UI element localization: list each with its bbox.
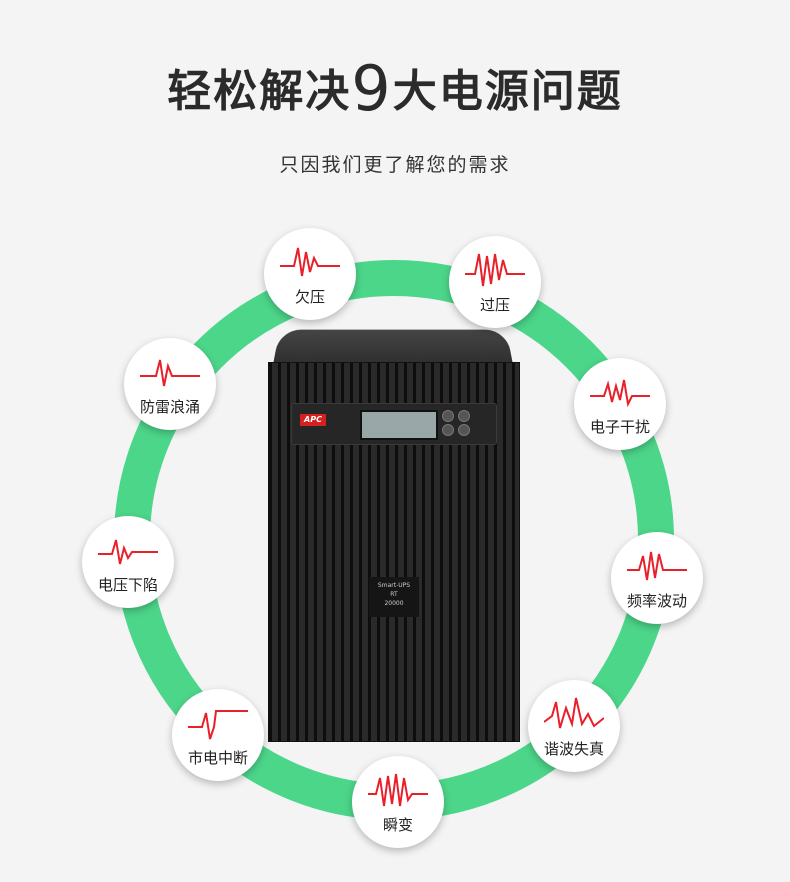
problem-label: 欠压 xyxy=(294,288,325,306)
title-number: 9 xyxy=(351,52,393,125)
problem-node: 电子干扰 xyxy=(574,358,666,450)
problem-node: 欠压 xyxy=(264,228,356,320)
title-suffix: 大电源问题 xyxy=(392,66,623,117)
ups-model-badge: Smart-UPS RT 20000 xyxy=(369,577,419,617)
ups-button-up xyxy=(442,410,454,422)
waveform-icon xyxy=(368,773,428,807)
ups-body: APC Smart-UPS RT 20000 xyxy=(268,362,520,742)
problem-label: 防雷浪涌 xyxy=(139,398,200,416)
ups-lcd-screen xyxy=(360,410,438,440)
ups-model-line2: RT xyxy=(390,591,398,598)
problem-label: 电压下陷 xyxy=(97,576,158,594)
ups-button-esc xyxy=(458,410,470,422)
ups-button-enter xyxy=(458,424,470,436)
problem-label: 频率波动 xyxy=(626,592,687,610)
waveform-icon xyxy=(465,253,525,287)
problem-label: 过压 xyxy=(479,296,510,314)
problem-node: 谐波失真 xyxy=(528,680,620,772)
problem-node: 市电中断 xyxy=(172,689,264,781)
problem-node: 防雷浪涌 xyxy=(124,338,216,430)
problem-label: 市电中断 xyxy=(187,749,248,767)
waveform-icon xyxy=(627,551,687,581)
waveform-icon xyxy=(280,247,340,277)
page-title: 轻松解决9大电源问题 xyxy=(0,52,790,125)
waveform-icon xyxy=(544,697,604,729)
page-subtitle: 只因我们更了解您的需求 xyxy=(279,154,511,176)
problem-label: 电子干扰 xyxy=(589,418,650,436)
ups-button-down xyxy=(442,424,454,436)
waveform-icon xyxy=(98,539,158,565)
ups-control-panel: APC xyxy=(291,403,497,445)
waveform-icon xyxy=(590,379,650,408)
problem-node: 电压下陷 xyxy=(82,516,174,608)
ups-product-image: APC Smart-UPS RT 20000 xyxy=(268,328,520,742)
problem-node: 频率波动 xyxy=(611,532,703,624)
problem-node: 瞬变 xyxy=(352,756,444,848)
problem-label: 瞬变 xyxy=(382,816,413,834)
ups-model-line1: Smart-UPS xyxy=(377,582,411,589)
title-prefix: 轻松解决 xyxy=(167,66,352,117)
waveform-icon xyxy=(188,710,248,740)
apc-logo: APC xyxy=(300,414,326,426)
ups-model-line3: 20000 xyxy=(384,600,404,607)
waveform-icon xyxy=(140,359,200,387)
problem-label: 谐波失真 xyxy=(543,740,604,758)
problem-node: 过压 xyxy=(449,236,541,328)
